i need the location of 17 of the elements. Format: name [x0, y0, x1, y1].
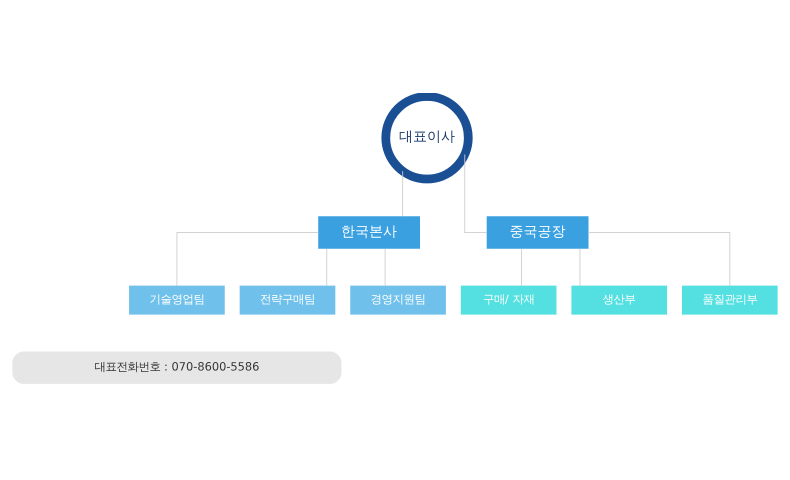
node-box: 중국공장: [486, 216, 589, 249]
node-box: 구매/ 자재: [460, 286, 556, 315]
connector: [464, 154, 488, 233]
connector: [326, 248, 328, 286]
connector: [176, 232, 320, 286]
connector: [521, 248, 522, 286]
connector: [384, 248, 386, 286]
connector: [588, 232, 730, 286]
node-box: 기술영업팀: [129, 286, 225, 315]
node-box: 경영지원팀: [350, 286, 446, 315]
node-box: 생산부: [571, 286, 668, 315]
connector: [402, 170, 404, 218]
node-box: 대표전화번호 : 070-8600-5586: [12, 351, 342, 384]
node-circle: 대표이사: [381, 93, 473, 184]
node-box: 전략구매팀: [240, 286, 336, 315]
node-box: 품질관리부: [682, 286, 778, 315]
node-box: 한국본사: [318, 216, 420, 249]
